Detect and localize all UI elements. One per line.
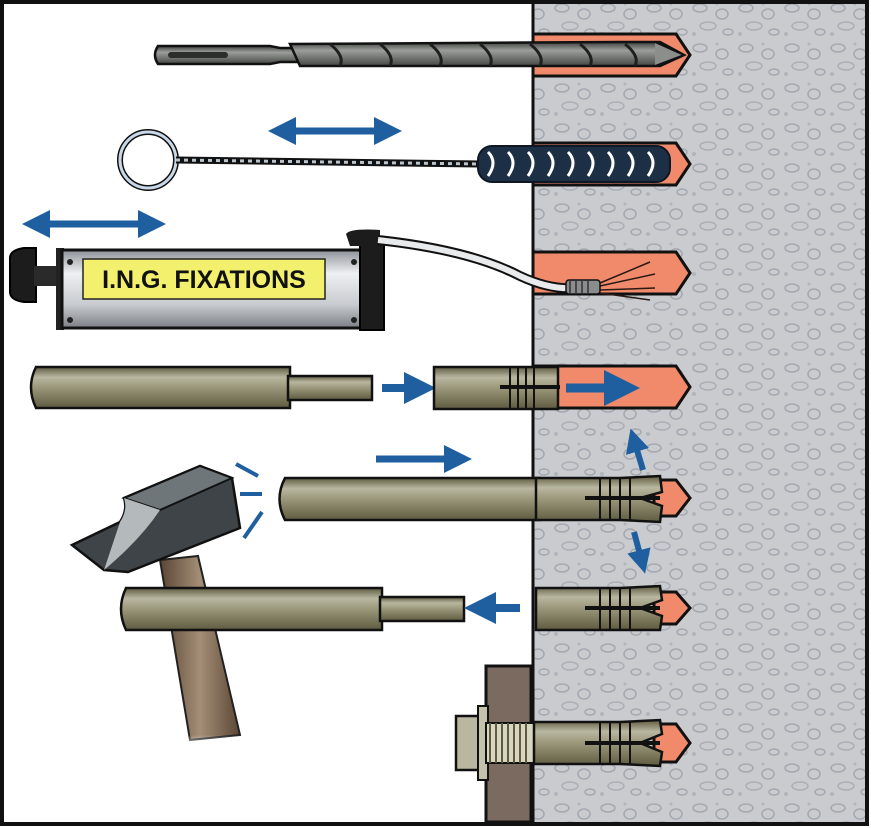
step-insert	[29, 364, 692, 411]
step-remove	[69, 464, 692, 750]
impact-lines-icon	[235, 462, 264, 540]
step-blow: I.N.G. FIXATIONS	[9, 210, 692, 331]
brand-label-panel	[82, 258, 326, 300]
step-fix	[454, 664, 692, 824]
setting-tool-icon	[29, 365, 374, 410]
anchor-icon-insert	[432, 365, 560, 411]
step-drill	[153, 32, 692, 78]
bolt-icon	[454, 705, 535, 781]
concrete-wall	[531, 4, 865, 822]
hammer-icon	[69, 464, 260, 750]
setting-tool-driven-icon	[278, 476, 542, 522]
drill-bit-icon	[153, 40, 687, 68]
step-set	[235, 428, 692, 574]
anchor-set-icon	[534, 584, 664, 632]
pump-brand-label: I.N.G. FIXATIONS	[102, 266, 306, 294]
arrow-expand-down	[627, 531, 651, 574]
arrow-expand-up	[625, 428, 649, 471]
step-brush	[117, 117, 692, 191]
anchor-final-icon	[532, 718, 664, 768]
setting-tool-removed-icon	[119, 586, 466, 632]
anchor-expanded-icon	[534, 474, 664, 524]
brush-icon	[117, 129, 671, 191]
pump-icon: I.N.G. FIXATIONS	[9, 229, 601, 331]
